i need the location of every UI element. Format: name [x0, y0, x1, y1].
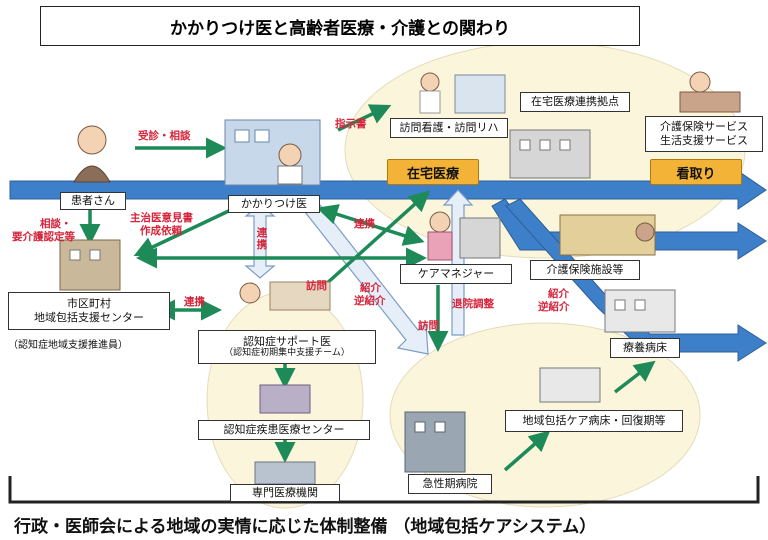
home-care-hub-illustration	[509, 129, 591, 179]
label-visit-2: 訪問	[418, 320, 439, 332]
specialist-box: 専門医療機関	[230, 484, 340, 502]
label-opinion-2: 作成依頼	[140, 225, 182, 237]
dementia-support-box: 認知症サポート医 （認知症初期集中支援チーム）	[198, 330, 376, 364]
arrow-community-recup	[613, 360, 656, 394]
care-services-box: 介護保険サービス 生活支援サービス	[645, 116, 763, 152]
specialist-illustration	[254, 461, 316, 485]
acute-hospital-box: 急性期病院	[408, 474, 492, 494]
label-coop-muni: 連携	[184, 296, 205, 308]
label-opinion-1: 主治医意見書	[130, 212, 193, 224]
arrow-opinion	[133, 206, 236, 257]
recuperation-box: 療養病床	[610, 338, 680, 358]
bottom-bracket	[8, 476, 760, 504]
care-services-line1: 介護保険サービス	[660, 120, 748, 134]
hollow-arrow-discharge	[442, 189, 474, 336]
care-facility-box: 介護保険施設等	[530, 260, 640, 280]
dementia-support-line2: （認知症初期集中支援チーム）	[224, 348, 350, 359]
patient-box: 患者さん	[60, 192, 126, 210]
arrow-instruction	[337, 104, 392, 132]
home-visit-box: 訪問看護・訪問リハ	[390, 118, 508, 138]
arrow-acute-community	[503, 430, 551, 472]
label-visit-1: 訪問	[306, 280, 327, 292]
promoter-note: （認知症地域支援推進員）	[8, 340, 128, 351]
home-care-tag: 在宅医療	[387, 159, 479, 185]
dementia-center-illustration	[259, 384, 311, 414]
page-title: かかりつけ医と高齢者医療・介護との関わり	[40, 6, 640, 46]
municipality-box: 市区町村 地域包括支援センター	[8, 292, 170, 330]
family-doctor-box: かかりつけ医	[228, 195, 320, 213]
care-services-line2: 生活支援サービス	[660, 134, 748, 147]
family-doctor-illustration	[224, 119, 321, 186]
label-instruction: 指示書	[335, 118, 367, 130]
care-manager-illustration	[427, 211, 501, 261]
label-consult: 受診・相談	[138, 130, 191, 142]
municipality-illustration	[59, 239, 121, 291]
label-intro2-2: 逆紹介	[538, 301, 570, 313]
municipality-line1: 市区町村	[67, 297, 111, 311]
dementia-support-line1: 認知症サポート医	[243, 334, 331, 348]
nurse-illustration	[419, 72, 506, 114]
label-intro-2: 逆紹介	[354, 295, 386, 307]
label-intro2-1: 紹介	[548, 288, 569, 300]
end-of-life-tag: 看取り	[650, 159, 742, 185]
care-facility-illustration	[559, 214, 656, 256]
home-care-hub-box: 在宅医療連携拠点	[520, 92, 630, 112]
dementia-support-illustration	[239, 281, 331, 311]
community-ward-illustration	[539, 367, 601, 403]
label-consult-apply-1: 相談・	[40, 218, 72, 230]
recuperation-illustration	[604, 289, 676, 333]
dementia-center-box: 認知症疾患医療センター	[198, 420, 370, 440]
arrow-visit-home	[323, 190, 431, 287]
municipality-line2: 地域包括支援センター	[34, 311, 144, 324]
care-services-illustration	[679, 71, 741, 113]
label-consult-apply-2: 要介護認定等	[12, 231, 75, 243]
footer-caption: 行政・医師会による地域の実情に応じた体制整備 （地域包括ケアシステム）	[14, 517, 597, 537]
label-coop-vertical: 連携	[256, 227, 268, 251]
label-discharge: 退院調整	[452, 298, 494, 310]
arrow-doctor-cm	[316, 204, 425, 246]
label-coop-cm: 連携	[354, 218, 375, 230]
patient-illustration	[73, 125, 111, 183]
care-manager-box: ケアマネジャー	[400, 264, 512, 284]
acute-hospital-illustration	[404, 411, 466, 473]
label-intro-1: 紹介	[360, 282, 381, 294]
community-ward-box: 地域包括ケア病床・回復期等	[505, 410, 683, 432]
